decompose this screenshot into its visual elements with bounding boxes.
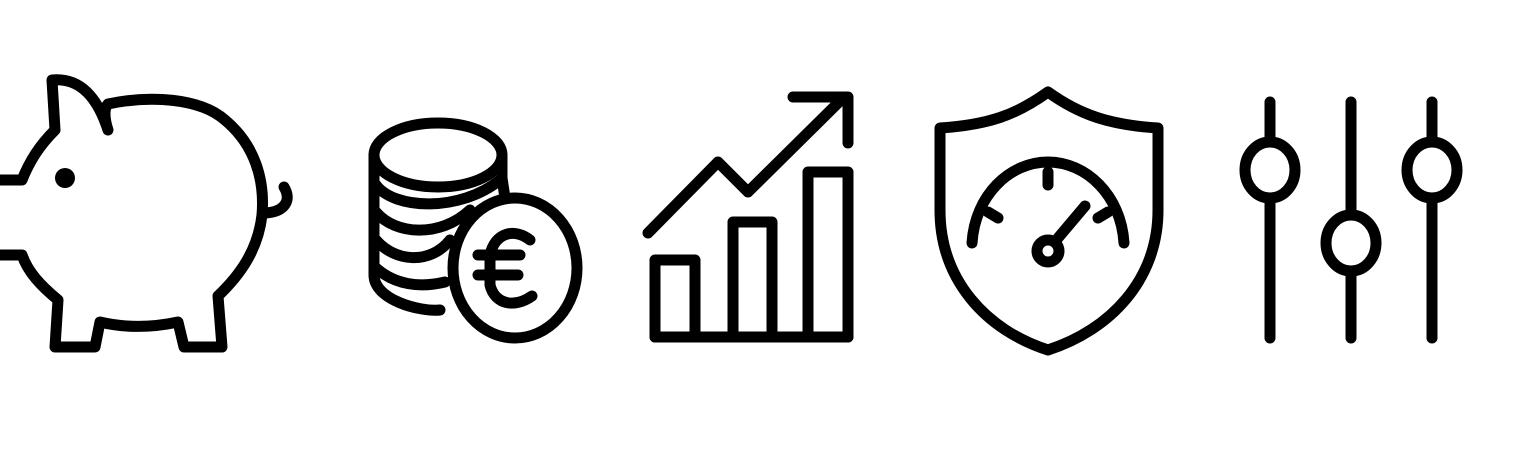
sliders-icon [1239, 96, 1463, 344]
growth-chart-icon [642, 91, 854, 343]
piggy-bank-icon [0, 74, 293, 353]
shield-gauge-icon [934, 86, 1164, 356]
euro-coins-icon [368, 117, 583, 344]
